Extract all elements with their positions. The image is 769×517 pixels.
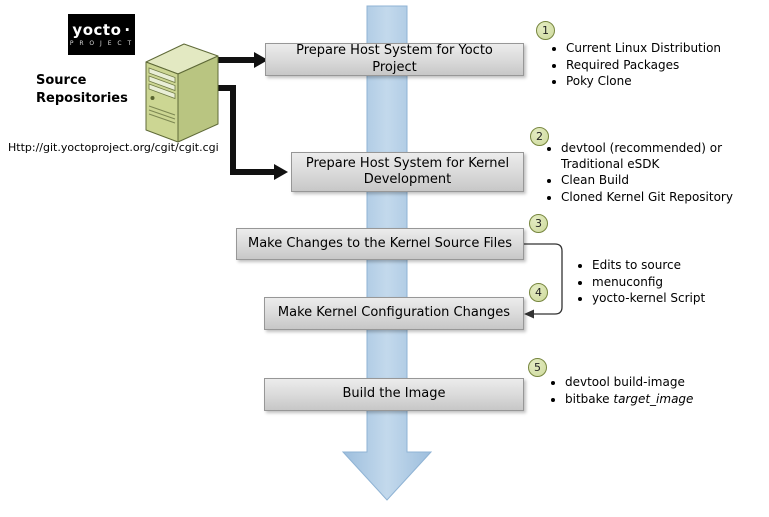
arrow-step3-to-step4: [524, 243, 563, 319]
bullet-item: menuconfig: [592, 275, 762, 291]
source-repositories-url: Http://git.yoctoproject.org/cgit/cgit.cg…: [8, 141, 219, 154]
step-box-label: Make Changes to the Kernel Source Files: [248, 235, 512, 251]
step-number-text: 1: [542, 24, 549, 37]
step-number-4: 4: [529, 283, 548, 302]
bullet-item: Clean Build: [561, 173, 751, 189]
source-repositories-server-icon: [145, 43, 219, 143]
bullet-item: Poky Clone: [566, 74, 769, 90]
logo-wordmark: yocto·: [72, 20, 131, 39]
step-number-text: 5: [534, 361, 541, 374]
step-box-label: Prepare Host System for Kernel Developme…: [305, 155, 510, 187]
step1-bullet-list: Current Linux Distribution Required Pack…: [552, 41, 769, 91]
step-box-make-config-changes: Make Kernel Configuration Changes: [264, 297, 524, 330]
bullet-item: devtool (recommended) or Traditional eSD…: [561, 141, 751, 172]
arrow-server-to-step2: [218, 85, 288, 180]
step-box-build-image: Build the Image: [264, 378, 524, 411]
bullet-text-italic: target_image: [613, 391, 694, 406]
step-number-3: 3: [529, 214, 548, 233]
step-box-prepare-host-kernel: Prepare Host System for Kernel Developme…: [291, 152, 524, 192]
step-box-label: Make Kernel Configuration Changes: [277, 305, 511, 321]
step3-4-shared-bullet-list: Edits to source menuconfig yocto-kernel …: [578, 258, 762, 308]
step-number-text: 3: [535, 217, 542, 230]
logo-subtitle: P R O J E C T: [69, 39, 134, 47]
source-label-line2: Repositories: [36, 90, 128, 106]
bullet-item: Edits to source: [592, 258, 762, 274]
step-box-make-source-changes: Make Changes to the Kernel Source Files: [236, 228, 524, 260]
step-number-2: 2: [530, 127, 549, 146]
step-number-text: 4: [535, 286, 542, 299]
step-number-5: 5: [528, 358, 547, 377]
bullet-item: bitbake target_image: [565, 392, 765, 408]
logo-dot: ·: [124, 20, 131, 39]
step-box-label: Build the Image: [342, 386, 446, 402]
step-number-1: 1: [536, 21, 555, 40]
step-number-text: 2: [536, 130, 543, 143]
step-box-label: Prepare Host System for Yocto Project: [296, 43, 493, 75]
yocto-project-logo: yocto· P R O J E C T: [68, 14, 135, 55]
step5-bullet-list: devtool build-image bitbake target_image: [551, 375, 765, 408]
step2-bullet-list: devtool (recommended) or Traditional eSD…: [547, 141, 751, 206]
bullet-item: Cloned Kernel Git Repository: [561, 190, 751, 206]
bullet-text-prefix: bitbake: [565, 391, 614, 406]
source-repositories-label: Source Repositories: [36, 72, 128, 107]
bullet-item: Required Packages: [566, 58, 769, 74]
source-label-line1: Source: [36, 73, 87, 88]
bullet-item: Current Linux Distribution: [566, 41, 769, 57]
bullet-item: yocto-kernel Script: [592, 291, 762, 307]
bullet-item: devtool build-image: [565, 375, 765, 391]
step-box-prepare-host-yocto: Prepare Host System for Yocto Project: [265, 43, 524, 76]
